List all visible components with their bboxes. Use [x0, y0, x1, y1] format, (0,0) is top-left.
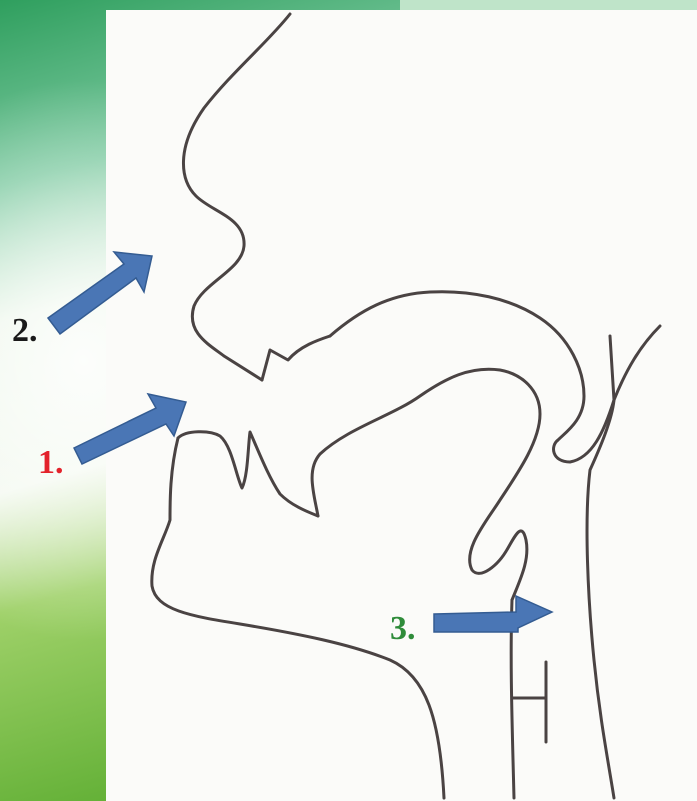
- arrow-2: [48, 252, 152, 334]
- pharynx-back-wall: [587, 336, 614, 798]
- palate-outline: [330, 292, 660, 462]
- tongue-outline: [312, 369, 540, 600]
- label-3: 3.: [390, 612, 416, 646]
- label-2: 2.: [12, 314, 38, 348]
- arrows-group: [48, 252, 552, 632]
- label-1: 1.: [38, 446, 64, 480]
- arrow-3: [434, 596, 552, 632]
- vocal-fold-mark: [512, 662, 546, 742]
- arrow-1: [74, 394, 186, 464]
- upper-tooth: [262, 336, 330, 380]
- lower-lip: [178, 432, 318, 516]
- nose-outline: [183, 14, 290, 380]
